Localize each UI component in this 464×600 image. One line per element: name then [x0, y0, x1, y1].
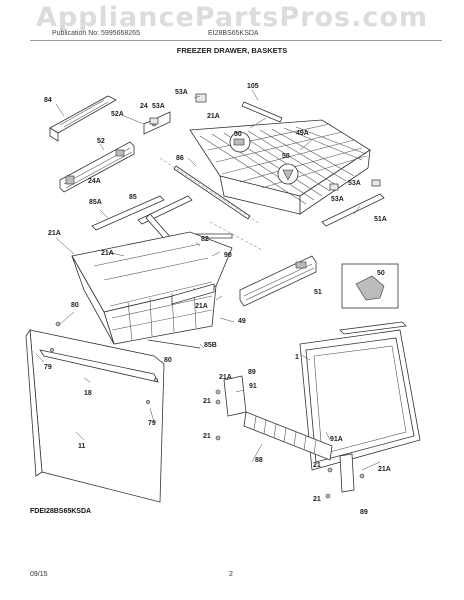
site-watermark: AppliancePartsPros.com	[35, 2, 429, 33]
callout-51A: 51A	[374, 216, 387, 223]
callout-51: 51	[314, 289, 322, 296]
callout-24: 24	[140, 103, 148, 110]
footer-date: 09/15	[30, 571, 48, 578]
leader-lines	[35, 89, 381, 471]
callout-53A-b: 53A	[152, 103, 165, 110]
part-86-rail	[159, 157, 261, 225]
part-18-drawer-front	[25, 321, 165, 503]
callout-105: 105	[247, 83, 259, 90]
callout-49: 49	[238, 318, 246, 325]
callout-86: 86	[176, 155, 184, 162]
part-51A-rail	[321, 179, 385, 227]
part-53A-clips-top	[149, 93, 207, 125]
part-88-strip	[243, 411, 333, 461]
callout-85: 85	[129, 194, 137, 201]
callout-53A-a: 53A	[175, 89, 188, 96]
callout-52A: 52A	[111, 111, 124, 118]
part-105-bar	[241, 101, 283, 123]
callout-89-a: 89	[248, 369, 256, 376]
callout-21A-left: 21A	[48, 230, 61, 237]
callout-79-a: 79	[44, 364, 52, 371]
callout-24A: 24A	[88, 178, 101, 185]
header-rule	[30, 40, 442, 41]
part-49-main-bin	[71, 231, 233, 345]
callout-53A-d: 53A	[331, 196, 344, 203]
callout-49A: 49A	[296, 130, 309, 137]
callout-91A: 91A	[330, 436, 343, 443]
callout-90: 90	[224, 252, 232, 259]
callout-88: 88	[255, 457, 263, 464]
callout-21-c: 21	[313, 462, 321, 469]
part-50-clip-callouts	[229, 131, 299, 185]
callout-89-b: 89	[360, 509, 368, 516]
page-title: FREEZER DRAWER, BASKETS	[176, 46, 288, 55]
callout-50-a: 50	[234, 131, 242, 138]
callout-84: 84	[44, 97, 52, 104]
callout-85A: 85A	[89, 199, 102, 206]
callout-50-box: 50	[377, 270, 385, 277]
callout-21-a: 21	[203, 398, 211, 405]
callout-91: 91	[249, 383, 257, 390]
callout-21A-top: 21A	[207, 113, 220, 120]
diagram-model-label: FDEI28BS65KSDA	[30, 508, 92, 515]
callout-11: 11	[78, 443, 86, 450]
callout-21A-low: 21A	[195, 303, 208, 310]
callout-85B: 85B	[204, 342, 217, 349]
callout-21A-mid: 21A	[101, 250, 114, 257]
part-50-inset	[341, 263, 399, 309]
callout-1: 1	[295, 354, 299, 361]
screw-markers	[215, 389, 365, 499]
callout-80: 80	[71, 302, 79, 309]
publication-number: Publication No: 5995668265	[52, 30, 140, 37]
callout-18: 18	[84, 390, 92, 397]
callout-82: 82	[201, 236, 209, 243]
callout-79-b: 79	[148, 420, 156, 427]
part-52-slide-rail	[59, 141, 135, 193]
part-85-dividers	[91, 195, 233, 253]
callout-50-b: 50	[282, 153, 290, 160]
callout-21-b: 21	[203, 433, 211, 440]
callout-21-d: 21	[313, 496, 321, 503]
part-84-bracket	[49, 95, 117, 142]
callout-52: 52	[97, 138, 105, 145]
callout-80-b: 80	[164, 357, 172, 364]
footer-page-number: 2	[229, 571, 233, 578]
callout-21A-r2: 21A	[378, 466, 391, 473]
callout-21A-r1: 21A	[219, 374, 232, 381]
part-85B	[147, 339, 201, 349]
model-code: EI28BS65KSDA	[208, 30, 259, 37]
part-89-brackets	[223, 375, 355, 493]
part-1-gasket	[299, 321, 421, 471]
part-51-drawer-slide	[239, 255, 317, 307]
callout-53A-c: 53A	[348, 180, 361, 187]
